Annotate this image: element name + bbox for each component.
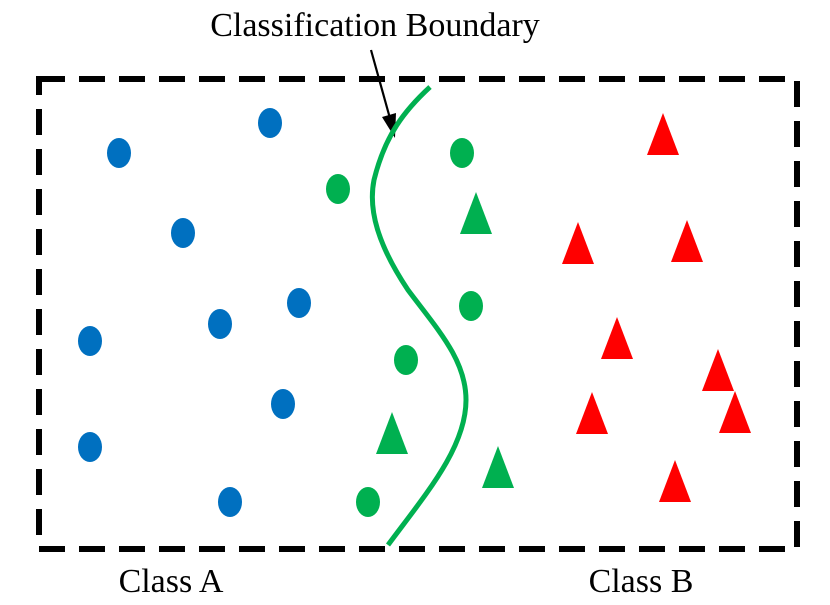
green-triangle-point (376, 412, 408, 454)
class-a-point (78, 432, 102, 462)
class-a-point (287, 288, 311, 318)
green-triangle-point (460, 192, 492, 234)
class-a-point (218, 487, 242, 517)
class-b-point (671, 220, 703, 262)
class-a-point (78, 326, 102, 356)
class-b-point (562, 222, 594, 264)
class-b-points (562, 113, 751, 502)
class-a-point (208, 309, 232, 339)
diagram-title: Classification Boundary (210, 7, 540, 44)
class-a-point (171, 218, 195, 248)
class-a-point (258, 108, 282, 138)
class-b-point (702, 349, 734, 391)
class-b-point (601, 317, 633, 359)
green-triangle-point (482, 446, 514, 488)
classification-boundary-curve (369, 85, 469, 547)
class-a-points (78, 108, 311, 517)
green-circle-point (394, 345, 418, 375)
class-a-point (271, 389, 295, 419)
green-circle-points (326, 138, 483, 517)
green-circle-point (459, 291, 483, 321)
green-circle-point (450, 138, 474, 168)
class-b-point (576, 392, 608, 434)
class-a-label: Class A (119, 563, 224, 600)
green-triangle-points (376, 192, 514, 488)
green-circle-point (356, 487, 380, 517)
title-arrow (369, 49, 396, 138)
class-b-label: Class B (589, 563, 694, 600)
class-a-point (107, 138, 131, 168)
class-b-point (719, 391, 751, 433)
green-circle-point (326, 174, 350, 204)
feature-space-border (36, 76, 800, 552)
class-b-point (659, 460, 691, 502)
class-b-point (647, 113, 679, 155)
